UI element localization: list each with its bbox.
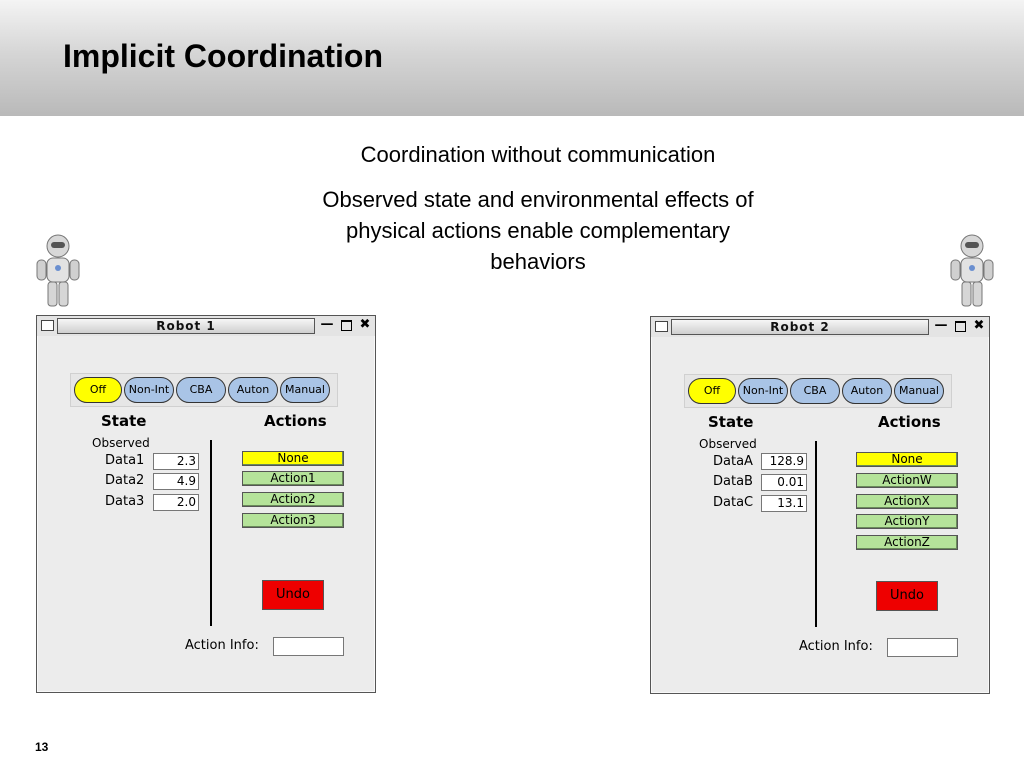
mode-auton-button[interactable]: Auton <box>228 377 278 403</box>
action-1-button[interactable]: Action1 <box>242 471 344 486</box>
observed-label: Observed <box>699 437 757 451</box>
data-value-field: 2.0 <box>153 494 199 511</box>
state-header: State <box>101 412 147 430</box>
action-info-label: Action Info: <box>799 639 873 654</box>
maximize-icon[interactable] <box>339 318 353 332</box>
mode-cba-button[interactable]: CBA <box>790 378 840 404</box>
mode-cba-button[interactable]: CBA <box>176 377 226 403</box>
action-3-button[interactable]: Action3 <box>242 513 344 528</box>
minimize-icon[interactable]: — <box>320 317 334 332</box>
action-info-field[interactable] <box>887 638 958 657</box>
slide-number: 13 <box>35 740 49 754</box>
close-icon[interactable]: ✖ <box>359 317 371 332</box>
robot-1-window: Robot 1 — ✖ Off Non-Int CBA Auton Manual… <box>36 315 376 693</box>
action-2-button[interactable]: Action2 <box>242 492 344 507</box>
window-titlebar[interactable]: Robot 1 — ✖ <box>37 316 375 336</box>
slide-title-bar <box>0 0 1024 116</box>
data-label: DataA <box>713 454 753 469</box>
action-none-button[interactable]: None <box>856 452 958 467</box>
data-label: Data1 <box>105 453 145 468</box>
mode-non-int-button[interactable]: Non-Int <box>124 377 174 403</box>
mode-manual-button[interactable]: Manual <box>280 377 330 403</box>
data-value-field: 2.3 <box>153 453 199 470</box>
robot-figure-icon <box>950 234 994 307</box>
data-value-field: 128.9 <box>761 453 807 470</box>
data-label: Data2 <box>105 473 145 488</box>
mode-selector: Off Non-Int CBA Auton Manual <box>684 374 952 408</box>
window-title: Robot 2 <box>671 319 929 335</box>
slide-body-text: Observed state and environmental effects… <box>322 187 754 274</box>
observed-label: Observed <box>92 436 150 450</box>
action-x-button[interactable]: ActionX <box>856 494 958 509</box>
mode-off-button[interactable]: Off <box>688 378 736 404</box>
data-label: DataC <box>713 495 754 510</box>
window-title: Robot 1 <box>57 318 315 334</box>
mode-auton-button[interactable]: Auton <box>842 378 892 404</box>
window-titlebar[interactable]: Robot 2 — ✖ <box>651 317 989 337</box>
actions-header: Actions <box>878 413 941 431</box>
mode-manual-button[interactable]: Manual <box>894 378 944 404</box>
action-y-button[interactable]: ActionY <box>856 514 958 529</box>
window-menu-icon[interactable] <box>655 321 668 332</box>
state-header: State <box>708 413 754 431</box>
state-actions-divider <box>815 441 817 627</box>
state-actions-divider <box>210 440 212 626</box>
undo-button[interactable]: Undo <box>262 580 324 610</box>
data-value-field: 0.01 <box>761 474 807 491</box>
minimize-icon[interactable]: — <box>934 318 948 333</box>
action-info-label: Action Info: <box>185 638 259 653</box>
action-info-field[interactable] <box>273 637 344 656</box>
mode-off-button[interactable]: Off <box>74 377 122 403</box>
data-value-field: 4.9 <box>153 473 199 490</box>
undo-button[interactable]: Undo <box>876 581 938 611</box>
data-value-field: 13.1 <box>761 495 807 512</box>
action-none-button[interactable]: None <box>242 451 344 466</box>
slide-subtitle: Coordination without communication <box>360 142 716 167</box>
actions-header: Actions <box>264 412 327 430</box>
maximize-icon[interactable] <box>953 319 967 333</box>
mode-non-int-button[interactable]: Non-Int <box>738 378 788 404</box>
data-label: Data3 <box>105 494 145 509</box>
robot-2-window: Robot 2 — ✖ Off Non-Int CBA Auton Manual… <box>650 316 990 694</box>
window-menu-icon[interactable] <box>41 320 54 331</box>
action-z-button[interactable]: ActionZ <box>856 535 958 550</box>
close-icon[interactable]: ✖ <box>973 318 985 333</box>
robot-figure-icon <box>36 234 80 307</box>
action-w-button[interactable]: ActionW <box>856 473 958 488</box>
slide-title: Implicit Coordination <box>63 38 383 74</box>
mode-selector: Off Non-Int CBA Auton Manual <box>70 373 338 407</box>
data-label: DataB <box>713 474 753 489</box>
